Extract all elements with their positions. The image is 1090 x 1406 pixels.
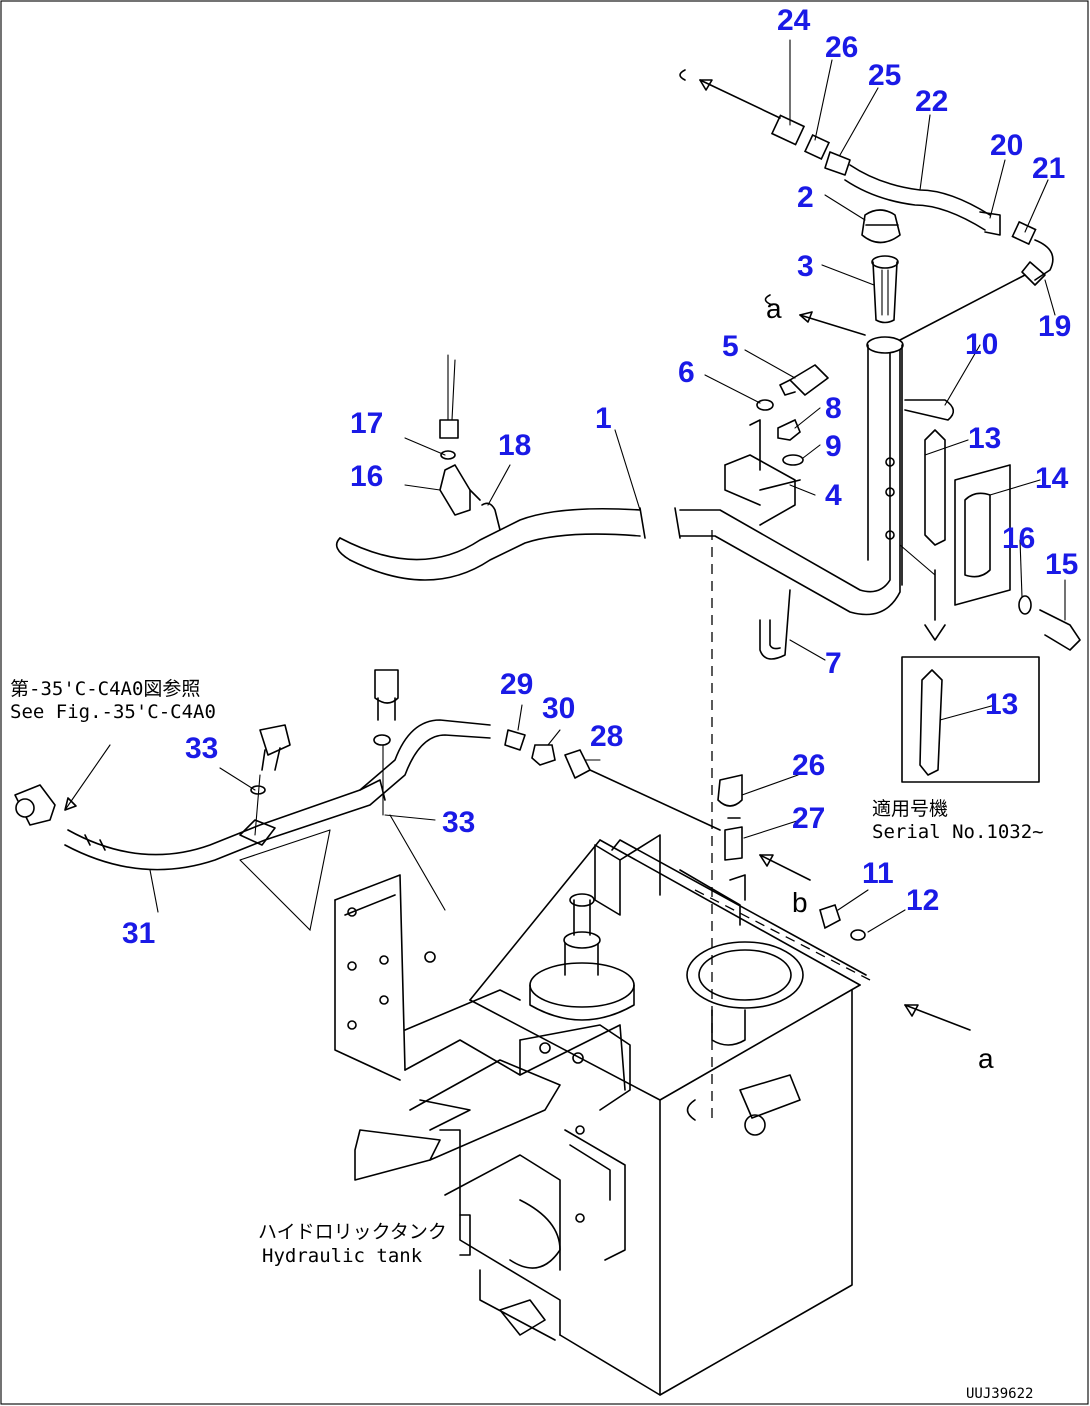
callout-33-right: 33 — [442, 806, 475, 839]
callout-17: 16 — [350, 460, 383, 493]
bolt-5 — [779, 364, 829, 396]
callout-11: 11 — [862, 857, 894, 890]
view-letter-b: b — [792, 887, 808, 918]
cap-2 — [861, 209, 901, 244]
detail-box — [901, 656, 1040, 783]
callout-13-main: 13 — [968, 422, 1001, 455]
tube-19 — [481, 502, 501, 531]
fitting-30 — [504, 729, 526, 751]
callout-25: 25 — [868, 59, 901, 92]
callout-20: 19 — [1038, 310, 1071, 343]
callout-27: 26 — [792, 749, 825, 782]
callout-3: 3 — [797, 250, 814, 283]
nut-8 — [777, 418, 801, 441]
callout-33-left: 33 — [185, 732, 218, 765]
hose-32 — [14, 719, 491, 871]
plate-14 — [954, 464, 1011, 606]
o-ring-18 — [440, 450, 456, 460]
u-bolt-7 — [759, 589, 791, 660]
bolt-33 — [259, 724, 291, 756]
view-letter-a-top: a — [766, 293, 782, 324]
callout-5: 5 — [722, 330, 739, 363]
bracket-4 — [724, 419, 801, 526]
callout-23: 22 — [915, 85, 948, 118]
see-ref-en: See Fig.-35'C-C4A0 — [10, 701, 216, 723]
hose-23 — [679, 69, 1054, 341]
callout-7: 7 — [825, 647, 842, 680]
applicable-en: Serial No.1032~ — [872, 821, 1044, 843]
u-bolt-10 — [904, 399, 955, 421]
washer-12 — [850, 929, 866, 941]
callout-1: 1 — [595, 402, 612, 435]
callouts: 24 26 25 22 20 21 2 3 19 5 10 6 8 17 1 1… — [122, 4, 1078, 950]
tank-label-jp: ハイドロリックタンク — [258, 1221, 447, 1243]
clamp-13 — [885, 429, 946, 546]
view-letter-a-bottom: a — [978, 1043, 994, 1074]
tank-label-en: Hydraulic tank — [262, 1245, 423, 1267]
leader-lines — [149, 39, 1066, 933]
pipe-1 — [335, 336, 904, 616]
strainer-3 — [871, 255, 899, 324]
callout-8: 8 — [825, 392, 842, 425]
applicable-jp: 適用号機 — [872, 798, 948, 820]
callout-30: 29 — [500, 668, 533, 701]
callout-12: 12 — [906, 884, 939, 917]
callout-22: 21 — [1032, 152, 1065, 185]
callout-19: 18 — [498, 429, 531, 462]
callout-24: 24 — [777, 4, 811, 37]
callout-18: 17 — [350, 407, 383, 440]
callout-6: 6 — [678, 356, 695, 389]
callout-31: 30 — [542, 692, 575, 725]
callout-9: 9 — [825, 430, 842, 463]
callout-28: 27 — [792, 802, 825, 835]
washer-9 — [782, 454, 804, 466]
callout-13-detail: 13 — [985, 688, 1018, 721]
callout-15: 15 — [1045, 548, 1078, 581]
callout-16: 16 — [1002, 522, 1035, 555]
callout-10: 10 — [965, 328, 998, 361]
drawing-code: UUJ39622 — [966, 1386, 1033, 1402]
fitting-17 — [439, 464, 481, 516]
washer-16 — [1018, 595, 1032, 615]
washer-6 — [756, 399, 774, 411]
nut-31 — [531, 744, 556, 766]
fitting-28 — [724, 826, 743, 861]
nut-11 — [819, 903, 841, 930]
fitting-29 — [564, 749, 591, 779]
hydraulic-tank — [334, 834, 867, 1396]
callout-4: 4 — [825, 479, 842, 512]
bolt-15 — [1039, 609, 1081, 651]
see-ref-jp: 第-35'C-C4A0図参照 — [10, 678, 200, 700]
callout-14: 14 — [1035, 462, 1069, 495]
cap-27 — [717, 774, 743, 807]
callout-32: 31 — [122, 917, 155, 950]
callout-2: 2 — [797, 181, 814, 214]
bolt-upper — [374, 669, 399, 704]
callout-26: 26 — [825, 31, 858, 64]
callout-29: 28 — [590, 720, 623, 753]
callout-21: 20 — [990, 129, 1023, 162]
